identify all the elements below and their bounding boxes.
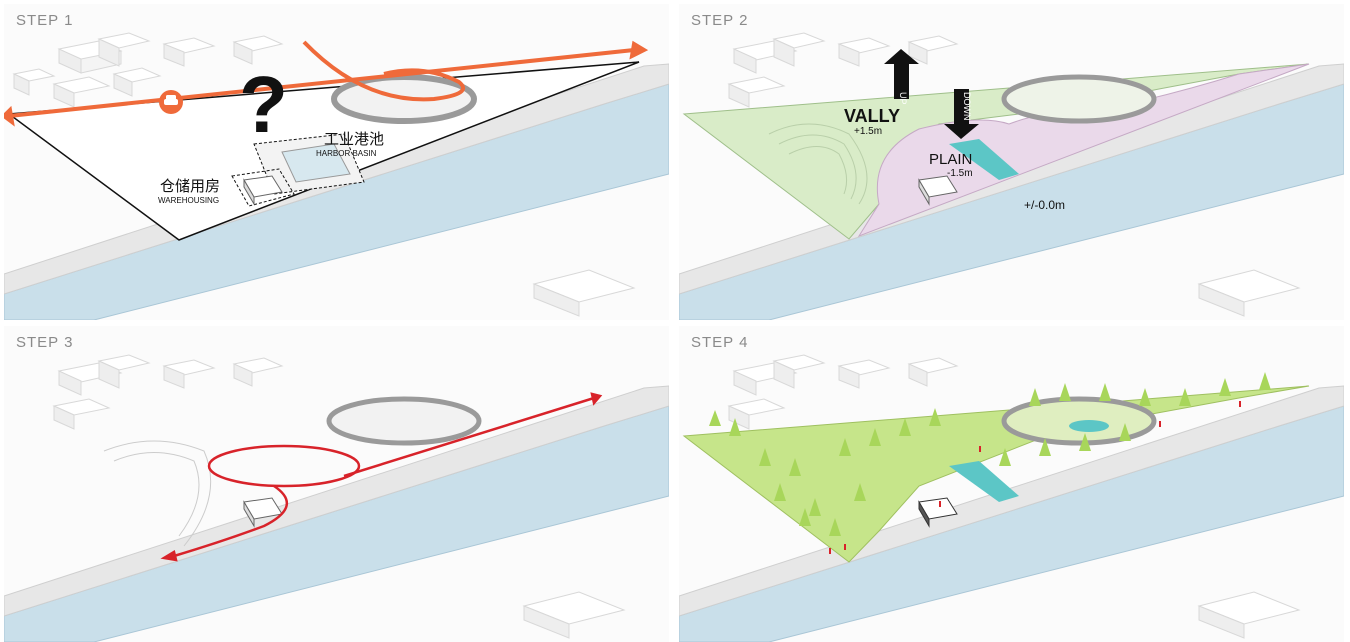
context-buildings bbox=[727, 354, 1301, 639]
valley-label: VALLY bbox=[844, 106, 900, 126]
step-2-panel: UP DOWN VALLY +1.5m PLAIN -1.5m +/-0.0m … bbox=[679, 4, 1344, 320]
step-3-diagram bbox=[4, 354, 669, 642]
overpass bbox=[326, 396, 482, 446]
river bbox=[679, 405, 1344, 642]
step-4-panel: STEP 4 bbox=[679, 326, 1344, 642]
base-level: +/-0.0m bbox=[1024, 198, 1065, 212]
step-label: STEP 4 bbox=[691, 334, 749, 351]
warehouse bbox=[918, 175, 958, 206]
harbor-label-en: HARBOR BASIN bbox=[316, 149, 377, 158]
traffic-route bbox=[4, 40, 649, 127]
warehouse-label-cn: 仓储用房 bbox=[160, 178, 220, 195]
step-label: STEP 3 bbox=[16, 334, 74, 351]
valley-level: +1.5m bbox=[854, 126, 882, 137]
step-3-panel: STEP 3 bbox=[4, 326, 669, 642]
up-label: UP bbox=[898, 92, 908, 105]
step-label: STEP 1 bbox=[16, 12, 74, 29]
step-label: STEP 2 bbox=[691, 12, 749, 29]
step-2-diagram: UP DOWN VALLY +1.5m PLAIN -1.5m +/-0.0m bbox=[679, 32, 1344, 320]
step-1-panel: ? 工业港池 HARBOR BASIN 仓储用房 WAREHOUSING STE… bbox=[4, 4, 669, 320]
context-buildings bbox=[727, 32, 1301, 317]
car-icon bbox=[159, 90, 183, 114]
warehouse bbox=[243, 175, 283, 206]
river bbox=[679, 83, 1344, 320]
river bbox=[4, 83, 669, 320]
up-arrow-icon bbox=[884, 49, 919, 99]
step-4-diagram bbox=[679, 354, 1344, 642]
river bbox=[4, 405, 669, 642]
question-mark: ? bbox=[239, 60, 288, 149]
pond bbox=[1069, 420, 1109, 432]
landform-contours bbox=[103, 440, 212, 547]
down-label: DOWN bbox=[962, 92, 972, 121]
plain-label: PLAIN bbox=[929, 151, 972, 168]
warehouse-outline bbox=[231, 168, 295, 207]
warehouse bbox=[918, 497, 958, 528]
people bbox=[829, 401, 1241, 554]
valley-contours bbox=[768, 123, 868, 205]
water-channel bbox=[949, 461, 1019, 502]
harbor-label-cn: 工业港池 bbox=[324, 131, 384, 148]
warehouse-label-en: WAREHOUSING bbox=[158, 196, 219, 205]
overpass bbox=[1001, 74, 1157, 124]
step-1-diagram: ? 工业港池 HARBOR BASIN 仓储用房 WAREHOUSING bbox=[4, 32, 669, 320]
park-lawn bbox=[682, 385, 1310, 563]
context-buildings bbox=[52, 354, 626, 639]
circulation-paths bbox=[160, 392, 603, 562]
plain-level: -1.5m bbox=[947, 168, 973, 179]
water-channel bbox=[949, 139, 1019, 180]
trees bbox=[709, 372, 1271, 536]
down-arrow-icon bbox=[944, 89, 979, 139]
plain-zone bbox=[857, 63, 1310, 237]
context-buildings bbox=[12, 32, 636, 317]
